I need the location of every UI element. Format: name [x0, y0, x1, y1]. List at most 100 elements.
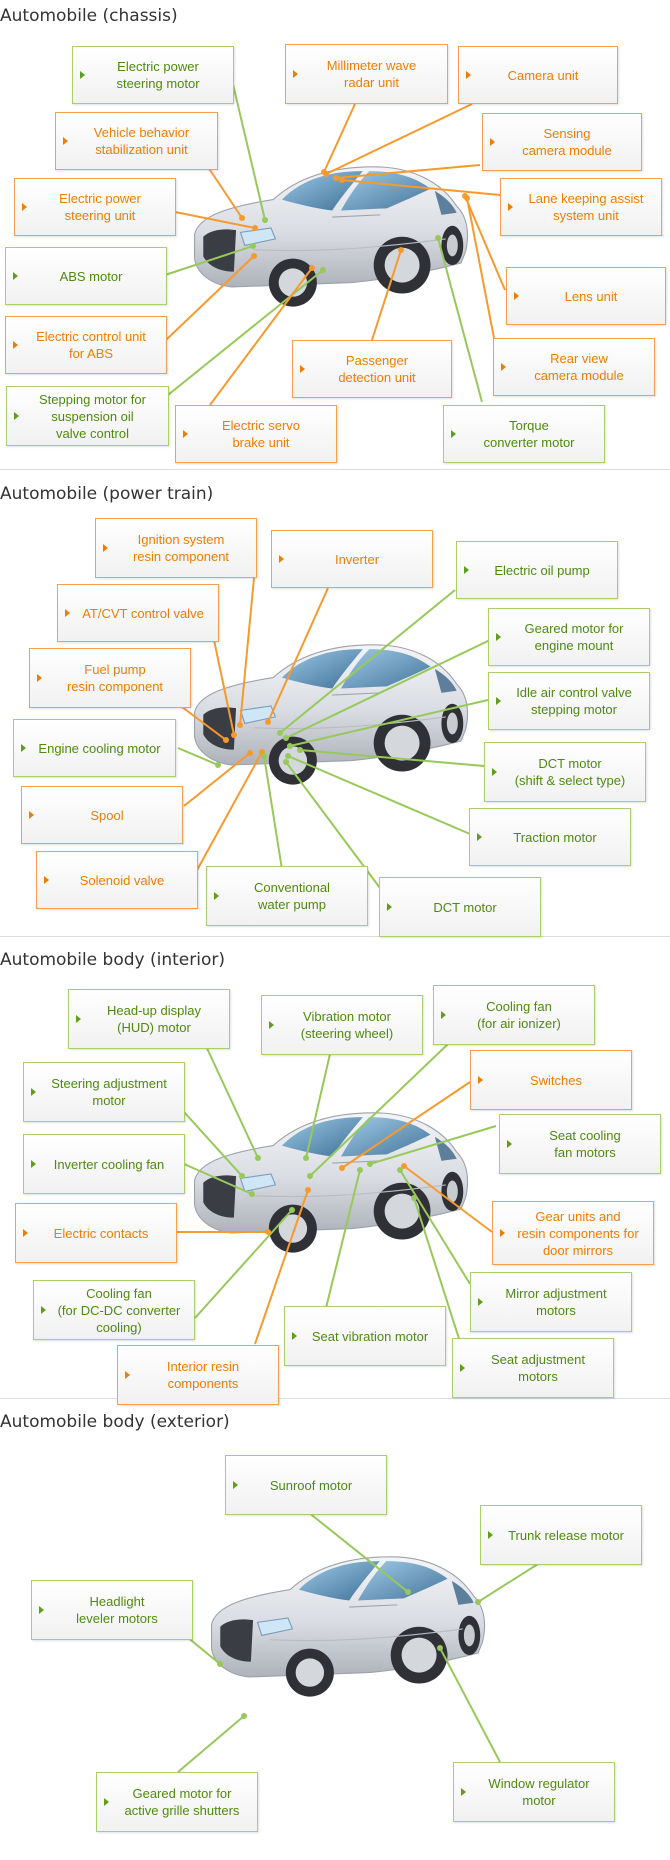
arrow-right-icon	[500, 1229, 505, 1237]
label-idle-air-control-valve[interactable]: Idle air control valve stepping motor	[488, 672, 650, 730]
label-at-cvt-control-valve[interactable]: AT/CVT control valve	[57, 584, 219, 642]
label-vehicle-behavior-stabilization-unit[interactable]: Vehicle behavior stabilization unit	[55, 112, 218, 170]
arrow-right-icon	[300, 365, 305, 373]
leader-line	[325, 103, 473, 175]
label-text: Electric servo brake unit	[221, 418, 301, 450]
section-title: Automobile (power train)	[0, 484, 214, 504]
label-seat-adjustment-motors[interactable]: Seat adjustment motors	[452, 1338, 614, 1398]
label-electric-power-steering-motor[interactable]: Electric power steering motor	[72, 46, 234, 104]
arrow-right-icon	[65, 609, 70, 617]
label-millimeter-wave-radar-unit[interactable]: Millimeter wave radar unit	[285, 44, 448, 104]
leader-line	[167, 269, 324, 396]
label-text: Sensing camera module	[522, 126, 612, 158]
arrow-right-icon	[488, 1531, 493, 1539]
section-title: Automobile (chassis)	[0, 6, 178, 26]
label-text: Electric control unit for ABS	[36, 329, 146, 361]
arrow-right-icon	[478, 1298, 483, 1306]
label-text: ABS motor	[59, 268, 123, 284]
arrow-right-icon	[508, 203, 513, 211]
label-rear-view-camera-module[interactable]: Rear view camera module	[493, 338, 655, 396]
label-mirror-adjustment-motors[interactable]: Mirror adjustment motors	[470, 1272, 632, 1332]
label-text: Solenoid valve	[79, 872, 165, 888]
label-passenger-detection-unit[interactable]: Passenger detection unit	[292, 340, 452, 398]
label-text: Steering adjustment motor	[51, 1076, 167, 1108]
divider	[0, 1398, 670, 1399]
label-text: Gear units and resin components for door…	[517, 1208, 639, 1258]
leader-line	[464, 195, 506, 291]
label-electric-oil-pump[interactable]: Electric oil pump	[456, 541, 618, 599]
label-engine-cooling-motor[interactable]: Engine cooling motor	[13, 719, 176, 777]
arrow-right-icon	[387, 903, 392, 911]
label-text: Window regulator motor	[488, 1776, 590, 1808]
arrow-right-icon	[31, 1088, 36, 1096]
label-electric-control-unit-for-abs[interactable]: Electric control unit for ABS	[5, 316, 167, 374]
arrow-right-icon	[496, 697, 501, 705]
label-dct-motor[interactable]: DCT motor	[379, 877, 541, 937]
label-electric-servo-brake-unit[interactable]: Electric servo brake unit	[175, 405, 337, 463]
arrow-right-icon	[451, 430, 456, 438]
arrow-right-icon	[496, 633, 501, 641]
label-gear-units-door-mirrors[interactable]: Gear units and resin components for door…	[492, 1201, 654, 1265]
label-torque-converter-motor[interactable]: Torque converter motor	[443, 405, 605, 463]
label-hud-motor[interactable]: Head-up display (HUD) motor	[68, 989, 230, 1049]
label-text: Lens unit	[564, 288, 618, 304]
arrow-right-icon	[292, 1332, 297, 1340]
arrow-right-icon	[501, 363, 506, 371]
label-traction-motor[interactable]: Traction motor	[469, 808, 631, 866]
arrow-right-icon	[507, 1140, 512, 1148]
label-trunk-release-motor[interactable]: Trunk release motor	[480, 1505, 642, 1565]
leader-line	[165, 255, 255, 341]
label-electric-contacts[interactable]: Electric contacts	[15, 1203, 177, 1263]
label-geared-motor-active-grille-shutters[interactable]: Geared motor for active grille shutters	[96, 1772, 258, 1832]
arrow-right-icon	[269, 1021, 274, 1029]
label-sensing-camera-module[interactable]: Sensing camera module	[482, 113, 642, 171]
label-inverter-cooling-fan[interactable]: Inverter cooling fan	[23, 1134, 185, 1194]
label-spool[interactable]: Spool	[21, 786, 183, 844]
label-text: Switches	[529, 1072, 583, 1088]
label-switches[interactable]: Switches	[470, 1050, 632, 1110]
arrow-right-icon	[31, 1160, 36, 1168]
label-cooling-fan-dc-dc-converter[interactable]: Cooling fan (for DC-DC converter cooling…	[33, 1280, 195, 1340]
label-sunroof-motor[interactable]: Sunroof motor	[225, 1455, 387, 1515]
label-inverter[interactable]: Inverter	[271, 530, 433, 588]
label-seat-vibration-motor[interactable]: Seat vibration motor	[284, 1306, 446, 1366]
label-stepping-motor-suspension-valve[interactable]: Stepping motor for suspension oil valve …	[6, 386, 169, 446]
arrow-right-icon	[490, 138, 495, 146]
label-seat-cooling-fan-motors[interactable]: Seat cooling fan motors	[499, 1114, 661, 1174]
arrow-right-icon	[279, 555, 284, 563]
label-conventional-water-pump[interactable]: Conventional water pump	[206, 866, 368, 926]
leader-line	[323, 103, 356, 173]
arrow-right-icon	[23, 1229, 28, 1237]
label-fuel-pump-resin-component[interactable]: Fuel pump resin component	[29, 648, 191, 708]
label-text: Cooling fan (for DC-DC converter cooling…	[57, 1285, 181, 1335]
leader-line	[231, 79, 266, 221]
arrow-right-icon	[460, 1364, 465, 1372]
arrow-right-icon	[103, 544, 108, 552]
label-camera-unit[interactable]: Camera unit	[458, 46, 618, 104]
label-electric-power-steering-unit[interactable]: Electric power steering unit	[14, 178, 176, 236]
arrow-right-icon	[441, 1011, 446, 1019]
label-lane-keeping-assist-system-unit[interactable]: Lane keeping assist system unit	[500, 178, 662, 236]
label-steering-adjustment-motor[interactable]: Steering adjustment motor	[23, 1062, 185, 1122]
label-text: Inverter cooling fan	[53, 1156, 165, 1172]
arrow-right-icon	[22, 203, 27, 211]
label-text: Traction motor	[513, 829, 597, 845]
section-title: Automobile body (exterior)	[0, 1412, 230, 1432]
label-window-regulator-motor[interactable]: Window regulator motor	[453, 1762, 615, 1822]
label-text: DCT motor (shift & select type)	[514, 756, 626, 788]
label-lens-unit[interactable]: Lens unit	[506, 267, 666, 325]
label-interior-resin-components[interactable]: Interior resin components	[117, 1345, 279, 1405]
label-vibration-motor-steering[interactable]: Vibration motor (steering wheel)	[261, 995, 423, 1055]
label-text: Camera unit	[507, 67, 579, 83]
arrow-right-icon	[125, 1371, 130, 1379]
leader-line	[466, 197, 495, 339]
label-abs-motor[interactable]: ABS motor	[5, 247, 167, 305]
label-cooling-fan-air-ionizer[interactable]: Cooling fan (for air ionizer)	[433, 985, 595, 1045]
label-solenoid-valve[interactable]: Solenoid valve	[36, 851, 198, 909]
arrow-right-icon	[477, 833, 482, 841]
label-headlight-leveler-motors[interactable]: Headlight leveler motors	[31, 1580, 193, 1640]
label-geared-motor-engine-mount[interactable]: Geared motor for engine mount	[488, 608, 650, 666]
label-dct-motor-shift-select[interactable]: DCT motor (shift & select type)	[484, 742, 646, 802]
label-text: Idle air control valve stepping motor	[516, 685, 632, 717]
label-ignition-system-resin-component[interactable]: Ignition system resin component	[95, 518, 257, 578]
